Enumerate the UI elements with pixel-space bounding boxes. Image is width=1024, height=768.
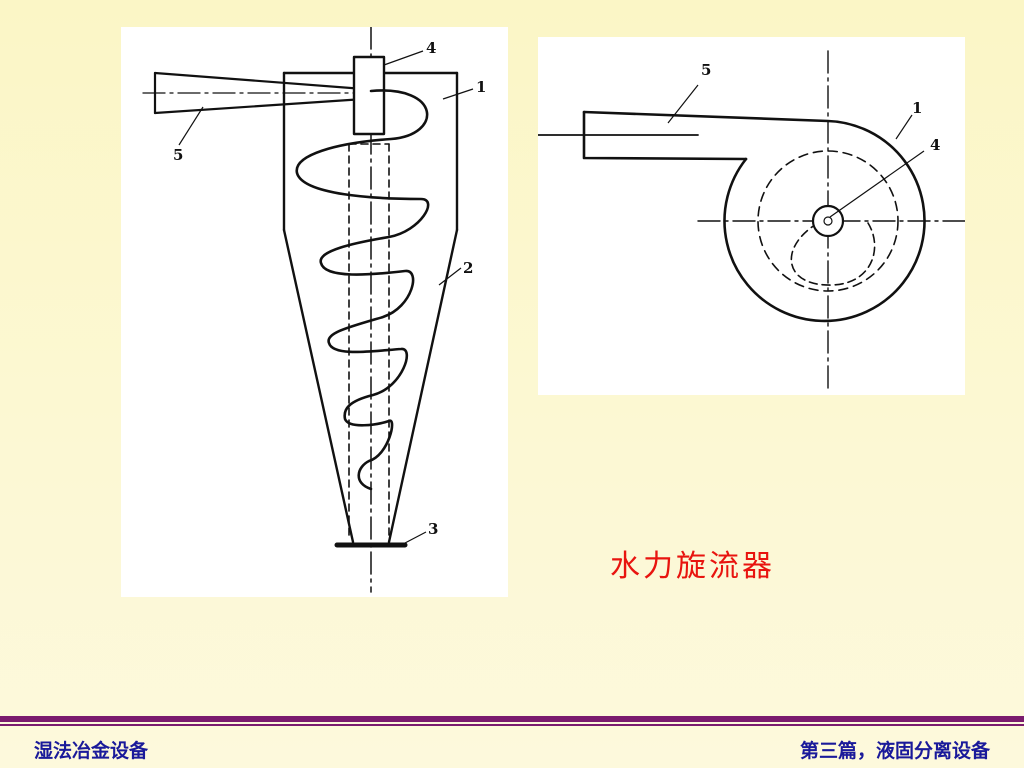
top-view-drawing: 5 1 4 [538,50,965,390]
feed-inlet-lower [582,110,748,161]
overflow-pipe-inner [823,216,833,226]
label-feed-pipe: 5 [701,61,711,79]
spiral-flow [295,89,430,491]
inner-dashed-circle [757,150,899,292]
top-view-panel: 5 1 4 [538,37,965,395]
diagram-caption: 水力旋流器 [610,549,775,584]
label-overflow-pipe: 4 [426,39,436,57]
inner-core [348,143,390,538]
label-feed-pipe: 5 [173,146,183,164]
cone-body [282,228,459,544]
feed-inlet-casing [582,110,926,323]
label-cylinder: 1 [476,78,486,96]
label-underflow: 3 [428,520,438,538]
side-view-drawing: 4 1 5 2 3 [142,27,486,593]
overflow-pipe [352,55,386,136]
footer-rule-thin [0,724,1024,726]
label-overflow-pipe: 4 [930,136,940,154]
footer-course-title: 湿法冶金设备 [34,740,149,762]
footer-rule-thick [0,716,1024,722]
footer-chapter-title: 第三篇，液固分离设备 [799,740,990,762]
side-view-panel: 4 1 5 2 3 [121,27,508,597]
inner-spiral [790,222,876,286]
label-cone: 2 [463,259,473,277]
label-cylinder: 1 [912,99,922,117]
